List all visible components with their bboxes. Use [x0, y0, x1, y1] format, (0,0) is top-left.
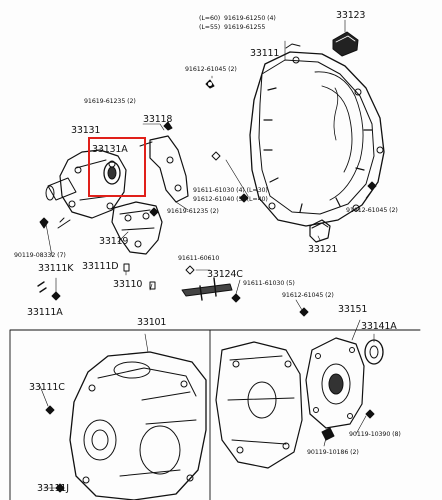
small-pins: [123, 263, 156, 290]
label-91612-61045-a: 91612-61045 (2): [185, 66, 237, 73]
oil-seal-33131a: [103, 161, 121, 185]
label-91611-60610: 91611-60610: [178, 255, 220, 262]
label-33118: 33118: [143, 114, 173, 125]
label-note-l55: (L=55): [199, 24, 221, 31]
label-33123: 33123: [336, 10, 366, 21]
fasteners: [37, 79, 377, 493]
label-33111j: 33111J: [37, 483, 69, 494]
linkage-33124c: [181, 277, 233, 301]
part-33123-cap: [332, 31, 359, 57]
label-91619-61250: 91619-61250 (4): [224, 15, 276, 22]
label-90119-10186: 90119-10186 (2): [307, 449, 359, 456]
bracket-33119: [111, 201, 163, 255]
transmission-case-33101: [9, 329, 421, 500]
oil-seal-33141a: [364, 339, 384, 365]
label-33111a: 33111A: [27, 307, 63, 318]
label-33111k: 33111K: [38, 263, 74, 274]
label-33111c: 33111C: [29, 382, 65, 393]
clutch-housing: [249, 43, 385, 227]
label-33110: 33110: [113, 279, 143, 290]
label-33111: 33111: [250, 48, 280, 59]
label-90119-08332: 90119-08332 (7): [14, 252, 66, 259]
label-33124c: 33124C: [207, 269, 243, 280]
label-91611-61030: 91611-61030 (4) (L=30): [193, 187, 268, 194]
bracket-33118: [139, 135, 189, 203]
highlight-box-33131a: [88, 137, 146, 197]
intermediate-plate: [215, 341, 303, 469]
rear-housing-33151: [305, 337, 365, 429]
label-33131: 33131: [71, 125, 101, 136]
label-33111d: 33111D: [82, 261, 119, 272]
label-91619-61235-b: 91619-61235 (2): [167, 208, 219, 215]
label-90119-10390: 90119-10390 (8): [349, 431, 401, 438]
label-91612-61045-b: 91612-61045 (2): [346, 207, 398, 214]
label-91612-61045-c: 91612-61045 (2): [282, 292, 334, 299]
label-91612-61040: 91612-61040 (5) (L=40): [193, 196, 268, 203]
part-33121-block: [309, 219, 331, 243]
label-33119: 33119: [99, 236, 129, 247]
label-note-l60: (L=60): [199, 15, 221, 22]
label-33151: 33151: [338, 304, 368, 315]
label-33121: 33121: [308, 244, 338, 255]
label-33141a: 33141A: [361, 321, 397, 332]
label-33101: 33101: [137, 317, 167, 328]
label-91619-61255: 91619-61255: [224, 24, 266, 31]
leader-lines: [39, 19, 375, 489]
label-33131a: 33131A: [92, 144, 128, 155]
label-91611-61030-b: 91611-61030 (5): [243, 280, 295, 287]
label-91619-61235-a: 91619-61235 (2): [84, 98, 136, 105]
